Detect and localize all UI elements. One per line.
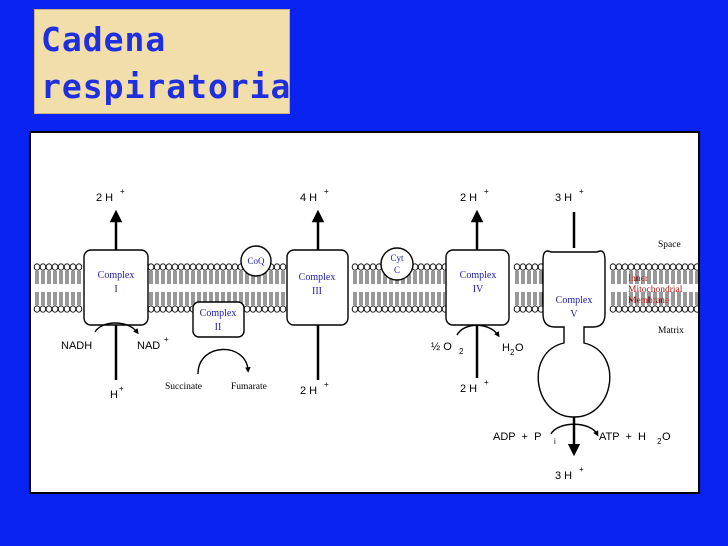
inner-membrane-line2: Mitochondrial (628, 285, 683, 295)
complex-iv-bottom-protons: 2 H (460, 383, 477, 395)
water-subscript: 2 (657, 437, 662, 446)
complex-iii-bottom-protons: 2 H (300, 385, 317, 397)
coq: CoQ (240, 245, 272, 277)
inner-membrane-line1: Inner (628, 274, 649, 284)
complex-v-top-sup: + (579, 187, 584, 196)
complex-ii: Complex II Succinate Fumarate (165, 301, 267, 392)
atp-label: ATP + H (599, 431, 646, 443)
h2o-subscript: 2 (510, 348, 515, 357)
complex-iv-top-sup: + (484, 187, 489, 196)
complex-iii-number: III (312, 286, 322, 297)
complex-v-number: V (570, 309, 578, 320)
fumarate-label: Fumarate (231, 382, 267, 392)
complex-ii-name: Complex (200, 308, 237, 319)
complex-i-name: Complex (98, 270, 135, 281)
complex-iii-top-protons: 4 H (300, 192, 317, 204)
h2o-h: H (502, 342, 510, 354)
complex-i-bottom-protons: H (110, 389, 118, 401)
water-o: O (662, 431, 671, 443)
complex-iii-top-sup: + (324, 187, 329, 196)
complex-ii-number: II (215, 322, 222, 333)
electron-transport-chain-diagram: Complex I 2 H + H + NADH NAD + Complex I… (33, 187, 698, 482)
oxygen-arrow (456, 324, 500, 338)
complex-i-top-protons: 2 H (96, 192, 113, 204)
h2o-o: O (515, 342, 524, 354)
cytc-line1: Cyt (390, 253, 404, 263)
nadh-arrow (94, 322, 139, 335)
diagram-frame: Complex I 2 H + H + NADH NAD + Complex I… (29, 131, 700, 494)
inner-membrane-line3: Membrane (628, 296, 669, 306)
cytochrome-c: Cyt C (380, 247, 414, 281)
complex-iv-top-protons: 2 H (460, 192, 477, 204)
complex-iv-number: IV (473, 284, 484, 295)
atp-arrow (550, 423, 599, 437)
complex-i-bottom-sup: + (119, 384, 124, 393)
atp-synthase-body (537, 250, 611, 418)
membrane-labels: Space Inner Mitochondrial Membrane Matri… (628, 240, 684, 336)
complex-i-number: I (114, 284, 117, 295)
o2-subscript: 2 (459, 347, 464, 356)
complex-v-bottom-protons: 3 H (555, 470, 572, 482)
adp-label: ADP + P (493, 431, 541, 443)
complex-iv: Complex IV 2 H + 2 H + ½ O 2 H 2 O (431, 187, 524, 395)
succinate-arrow (197, 348, 251, 375)
complex-iv-name: Complex (460, 270, 497, 281)
space-label: Space (658, 240, 681, 250)
matrix-label: Matrix (658, 326, 684, 336)
pi-subscript: i (554, 437, 556, 446)
complex-iii-bottom-sup: + (324, 380, 329, 389)
complex-i-top-sup: + (120, 187, 125, 196)
nad-sup: + (164, 335, 169, 344)
complex-iii: Complex III 4 H + 2 H + (286, 187, 349, 397)
succinate-label: Succinate (165, 382, 202, 392)
coq-label: CoQ (247, 256, 265, 266)
nadh-label: NADH (61, 340, 92, 352)
half-o2-label: ½ O (431, 341, 452, 353)
complex-v-bottom-sup: + (579, 465, 584, 474)
complex-i: Complex I 2 H + H + NADH NAD + (61, 187, 169, 401)
slide-title: Cadena respiratoria (41, 20, 292, 106)
title-box: Cadena respiratoria (34, 9, 290, 114)
complex-v: Complex V 3 H + ADP + P i ATP + H 2 O 3 … (493, 187, 671, 482)
nad-label: NAD (137, 340, 160, 352)
cytc-line2: C (394, 265, 400, 275)
complex-v-name: Complex (556, 295, 593, 306)
complex-v-top-protons: 3 H (555, 192, 572, 204)
complex-iv-bottom-sup: + (484, 378, 489, 387)
complex-iii-name: Complex (299, 272, 336, 283)
